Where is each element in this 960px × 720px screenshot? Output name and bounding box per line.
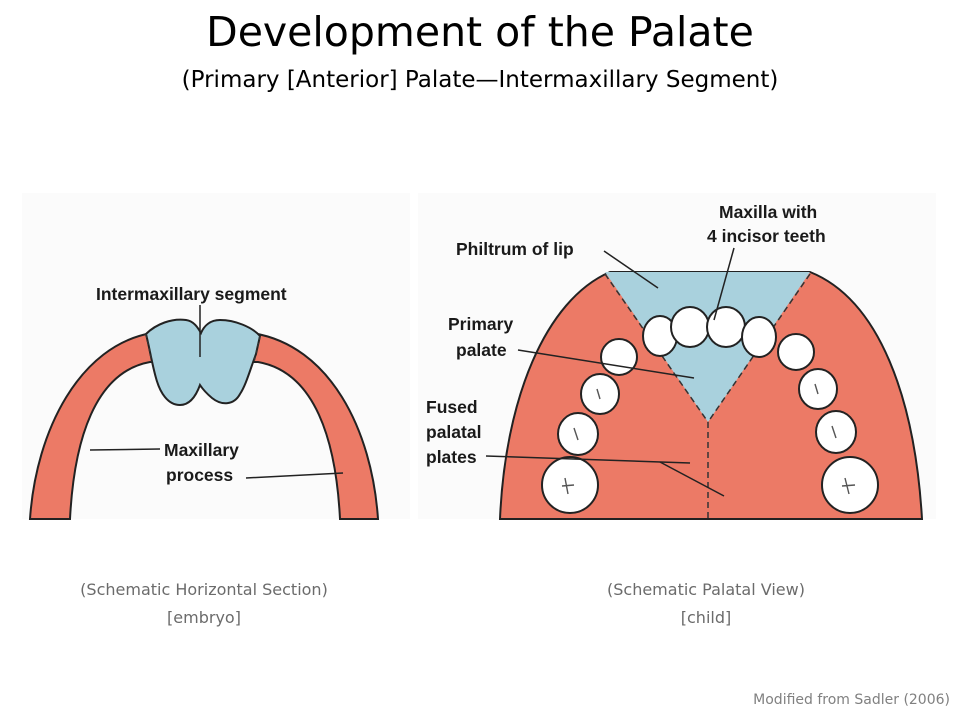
tooth-right-3 [815,410,857,454]
tooth-mark-3 [573,427,579,441]
label-fused: Fused [426,397,478,417]
source-credit: Modified from Sadler (2006) [753,692,950,708]
tooth-incisor-2 [670,306,710,348]
right-caption-line-2: [child] [680,608,732,627]
page-title: Development of the Palate [206,8,754,56]
tooth-incisor-3 [706,306,746,348]
maxillary-process-arch [28,332,380,520]
label-process: process [166,465,233,485]
left-caption-line-1: (Schematic Horizontal Section) [80,580,328,599]
tooth-mark-4 [831,425,837,439]
tooth-incisor-4 [741,316,777,358]
tooth-mark-5 [596,388,601,400]
label-primary: Primary [448,314,513,334]
label-palatal: palatal [426,422,481,442]
left-caption-line-2: [embryo] [167,608,241,627]
tooth-mark-2 [841,477,856,495]
page-subtitle: (Primary [Anterior] Palate—Intermaxillar… [181,67,779,93]
intermaxillary-segment [144,318,262,407]
right-caption: (Schematic Palatal View) [child] [496,576,916,632]
label-palate: palate [456,340,507,360]
left-boundary-dash [145,333,153,363]
fused-plates-leader-1 [485,455,691,464]
tooth-mark-6 [814,383,819,395]
label-incisor-teeth: 4 incisor teeth [707,226,826,246]
label-maxillary: Maxillary [164,440,239,460]
tooth-left-2 [580,373,620,415]
tooth-mark-1 [561,477,575,495]
label-philtrum: Philtrum of lip [456,239,574,259]
tooth-right-1 [777,333,815,371]
tooth-left-1 [600,338,638,376]
maxillary-leader-right [245,472,344,479]
maxilla-leader [713,247,735,321]
label-plates: plates [426,447,477,467]
left-panel: Intermaxillary segment Maxillary process [22,193,410,520]
right-boundary-dash [253,335,261,363]
primary-palate-region [605,272,810,422]
maxillary-leader-left [89,448,161,451]
label-maxilla-with: Maxilla with [719,202,817,222]
philtrum-leader [603,250,659,289]
primary-palate-leader [517,349,695,379]
tooth-marks [561,383,856,495]
tooth-left-3 [557,412,599,456]
fused-plates-leader-2 [659,461,725,497]
right-caption-line-1: (Schematic Palatal View) [607,580,805,599]
left-caption: (Schematic Horizontal Section) [embryo] [0,576,414,632]
label-intermaxillary-segment: Intermaxillary segment [96,284,287,304]
tooth-right-2 [798,368,838,410]
right-panel: Maxilla with 4 incisor teeth Philtrum of… [418,193,936,520]
teeth [541,306,879,514]
